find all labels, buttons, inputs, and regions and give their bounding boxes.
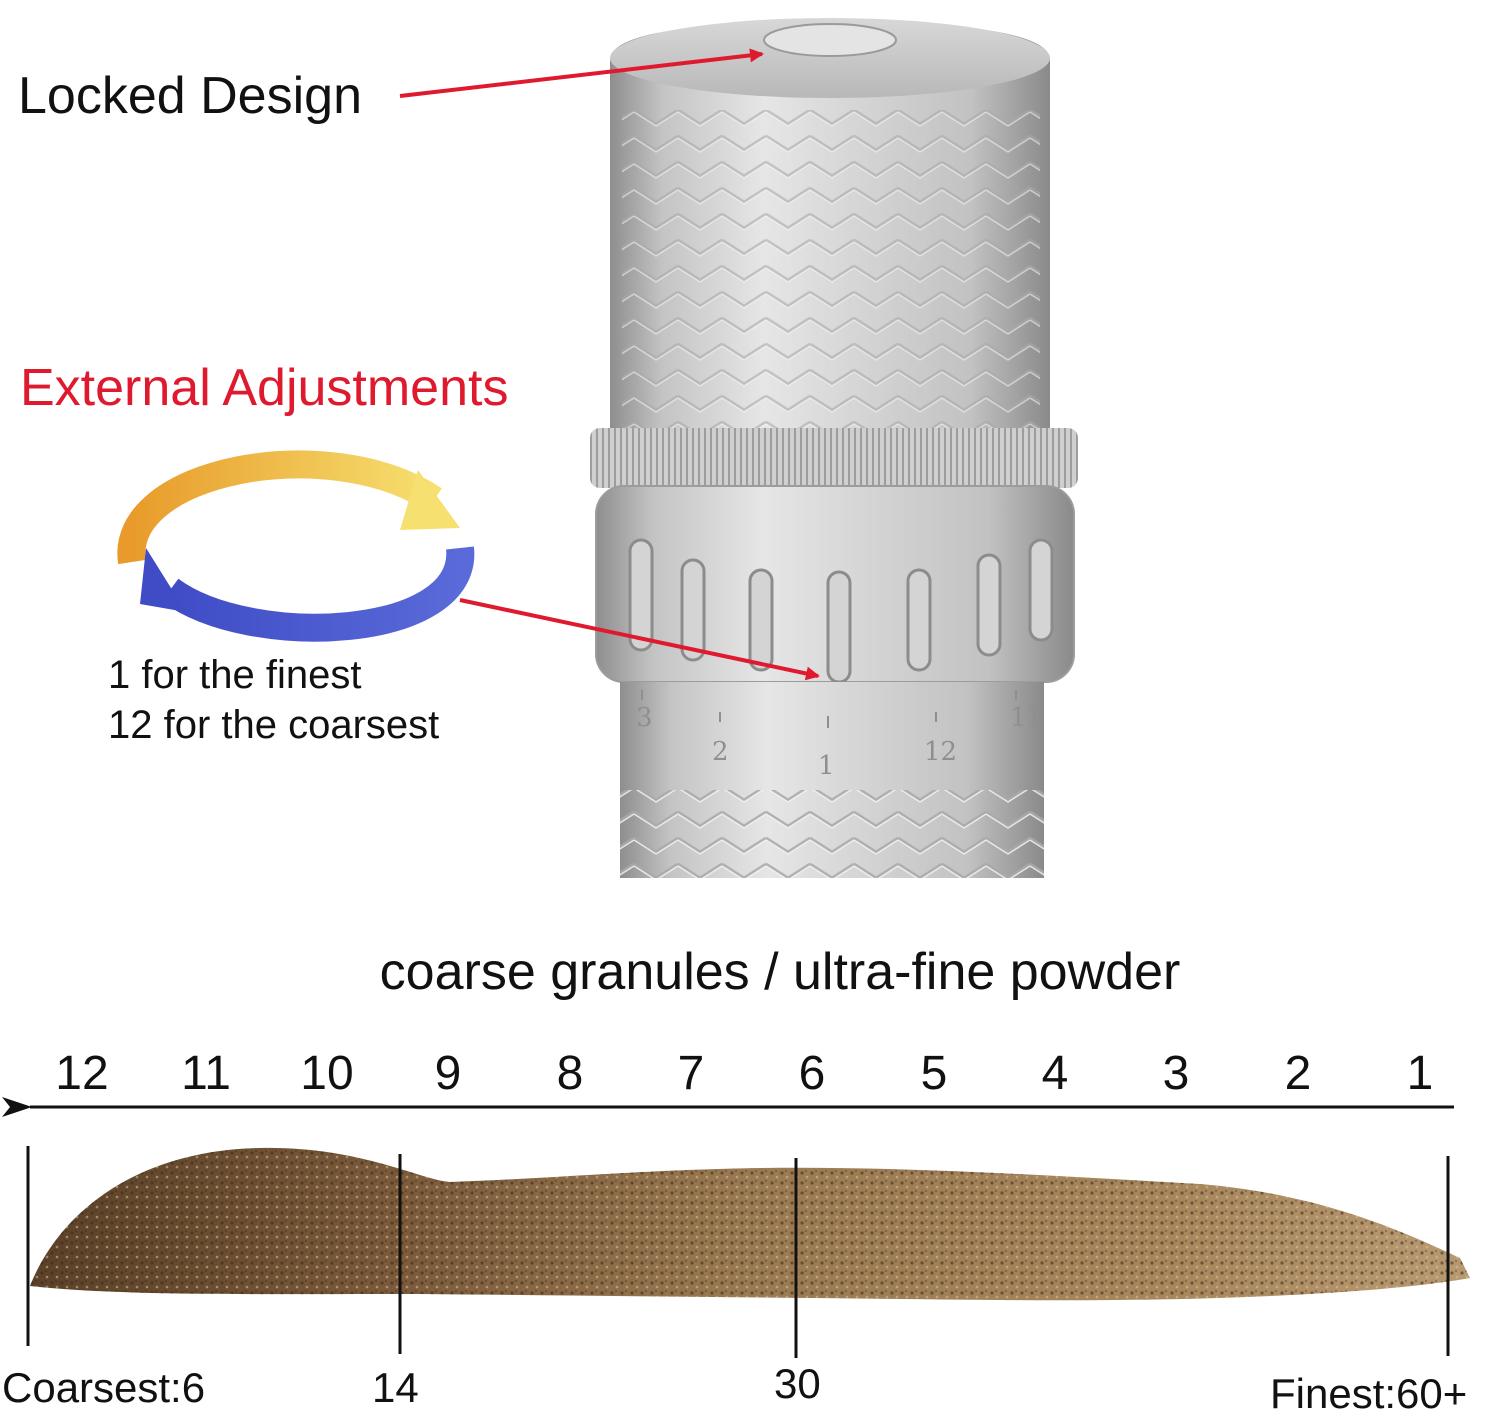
adjustment-note: 1 for the finest 12 for the coarsest [108,650,439,750]
setting-9: 9 [434,1047,462,1100]
mesh-label-14: 14 [372,1364,419,1411]
mesh-label-finest: Finest:60+ [1270,1370,1468,1417]
dial-mark-1: 1 [818,751,835,781]
locked-design-label: Locked Design [18,67,362,125]
setting-11: 11 [181,1047,231,1100]
setting-2: 2 [1284,1047,1312,1100]
setting-4: 4 [1041,1047,1069,1100]
coarsest-line: 12 for the coarsest [108,703,440,747]
scale-title: coarse granules / ultra-fine powder [379,943,1181,1001]
mesh-label-coarsest: Coarsest:6 [2,1364,206,1411]
grinder-image: 3 2 1 12 11 [590,18,1078,878]
knurled-ring [590,428,1078,488]
mesh-label-30: 30 [774,1360,821,1407]
finest-line: 1 for the finest [108,653,362,697]
rotation-arrows-icon [117,450,475,642]
grind-scale [1,1097,1470,1358]
dial-mark-2: 2 [712,737,729,767]
setting-5: 5 [920,1047,948,1100]
setting-8: 8 [556,1047,584,1100]
setting-3: 3 [1162,1047,1190,1100]
setting-7: 7 [677,1047,705,1100]
setting-12: 12 [55,1047,109,1100]
dial-mark-3: 3 [636,703,653,733]
setting-10: 10 [300,1047,354,1100]
lock-button [763,23,897,57]
external-adjustments-label: External Adjustments [20,359,509,417]
dial-mark-11: 11 [1010,703,1043,733]
setting-6: 6 [798,1047,826,1100]
dial-mark-12: 12 [924,737,957,767]
setting-1: 1 [1406,1047,1434,1100]
